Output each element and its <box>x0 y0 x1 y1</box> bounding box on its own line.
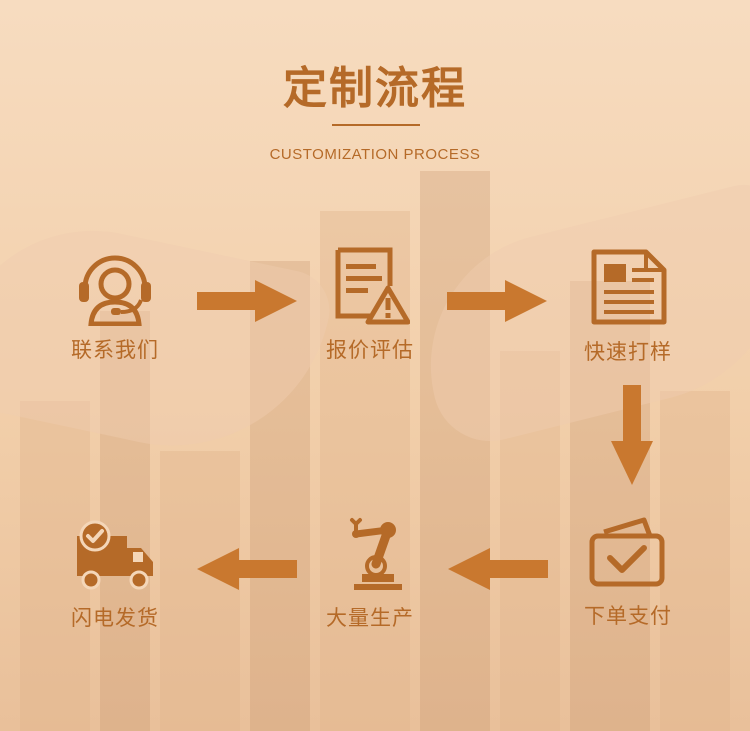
step-label-rapid-sampling: 快速打样 <box>584 340 672 364</box>
step-mass-production: 大量生产 <box>295 516 445 632</box>
title-underline <box>332 124 420 126</box>
step-order-payment: 下单支付 <box>553 516 703 630</box>
delivery-truck-check-icon <box>77 520 153 590</box>
quote-document-warning-icon <box>335 247 410 325</box>
arrow-right-icon <box>197 280 297 322</box>
arrow-down-icon <box>611 385 653 485</box>
arrow-left-icon <box>448 548 548 590</box>
step-label-express-delivery: 闪电发货 <box>71 606 159 630</box>
arrow-left-icon <box>197 548 297 590</box>
arrow-right-icon <box>447 280 547 322</box>
document-sample-icon <box>591 249 667 325</box>
step-label-quote-evaluation: 报价评估 <box>326 338 414 362</box>
step-contact-us: 联系我们 <box>40 246 190 364</box>
headset-agent-icon <box>79 255 151 326</box>
step-label-order-payment: 下单支付 <box>584 604 672 628</box>
step-rapid-sampling: 快速打样 <box>553 248 703 366</box>
card-payment-check-icon <box>589 517 665 587</box>
step-label-mass-production: 大量生产 <box>326 606 414 630</box>
step-label-contact-us: 联系我们 <box>71 338 159 362</box>
page-subtitle: CUSTOMIZATION PROCESS <box>269 146 481 163</box>
page-title: 定制流程 <box>283 63 467 114</box>
step-quote-evaluation: 报价评估 <box>295 246 445 364</box>
robot-arm-icon <box>350 518 402 590</box>
step-express-delivery: 闪电发货 <box>40 518 190 632</box>
